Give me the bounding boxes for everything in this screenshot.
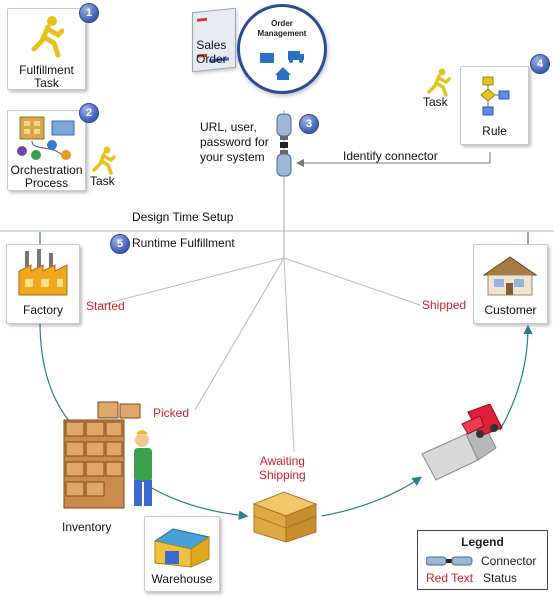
inventory-label: Inventory (62, 520, 112, 534)
orchestration-process-tile[interactable]: Orchestration Process (7, 110, 86, 191)
order-management-label: Order Management (257, 19, 307, 38)
legend-box: Legend Connector Red Text Status (417, 530, 548, 590)
badge-4: 4 (530, 54, 550, 74)
order-management-circle[interactable]: Order Management (237, 4, 327, 94)
pallet-boxes-icon (252, 491, 318, 543)
rule-icon (480, 76, 510, 116)
status-picked: Picked (153, 406, 190, 420)
legend-connector-icon (426, 556, 473, 566)
orchestration-process-label: Orchestration Process (10, 163, 83, 190)
fulfillment-task-tile[interactable]: Fulfillment Task (7, 8, 86, 90)
factory-tile[interactable]: Factory (6, 244, 80, 324)
sales-order-label: Sales Order (196, 38, 227, 66)
process-icon (17, 116, 75, 160)
customer-tile[interactable]: Customer (473, 244, 548, 324)
legend-red-text: Red Text (426, 571, 474, 585)
warehouse-tile[interactable]: Warehouse (144, 516, 220, 592)
warehouse-label: Warehouse (151, 572, 213, 586)
legend-title: Legend (461, 535, 504, 549)
rule-label: Rule (482, 124, 507, 138)
badge-5: 5 (110, 234, 130, 254)
legend-connector-label: Connector (481, 554, 537, 568)
runtime-label: Runtime Fulfillment (132, 236, 235, 250)
design-time-label: Design Time Setup (132, 210, 234, 224)
status-awaiting-shipping: Awaiting Shipping (259, 454, 306, 482)
fulfillment-task-label: Fulfillment Task (19, 63, 74, 90)
customer-house-icon (482, 256, 538, 296)
inventory-icon (63, 401, 152, 509)
warehouse-icon (153, 528, 211, 568)
badge-2: 2 (79, 103, 99, 123)
task-label-right: Task (423, 95, 448, 109)
status-shipped: Shipped (422, 298, 467, 312)
legend-status-label: Status (483, 571, 518, 585)
factory-icon (18, 249, 68, 296)
customer-label: Customer (484, 303, 537, 317)
connector-info-label: URL, user, password for your system (200, 120, 269, 164)
hub-lines (99, 257, 421, 453)
identify-connector-label: Identify connector (343, 149, 438, 163)
task-label-left: Task (90, 174, 115, 188)
task-runner-icon-left (92, 146, 116, 175)
badge-1: 1 (79, 3, 99, 23)
status-started: Started (86, 299, 125, 313)
task-runner-icon-right (427, 68, 451, 97)
connector-icon[interactable] (272, 110, 296, 184)
badge-3: 3 (299, 114, 319, 134)
runner-icon (31, 16, 64, 58)
rule-tile[interactable]: Rule (460, 66, 529, 145)
delivery-truck-icon (421, 404, 503, 481)
factory-label: Factory (22, 303, 63, 317)
order-management-icons (260, 51, 304, 80)
